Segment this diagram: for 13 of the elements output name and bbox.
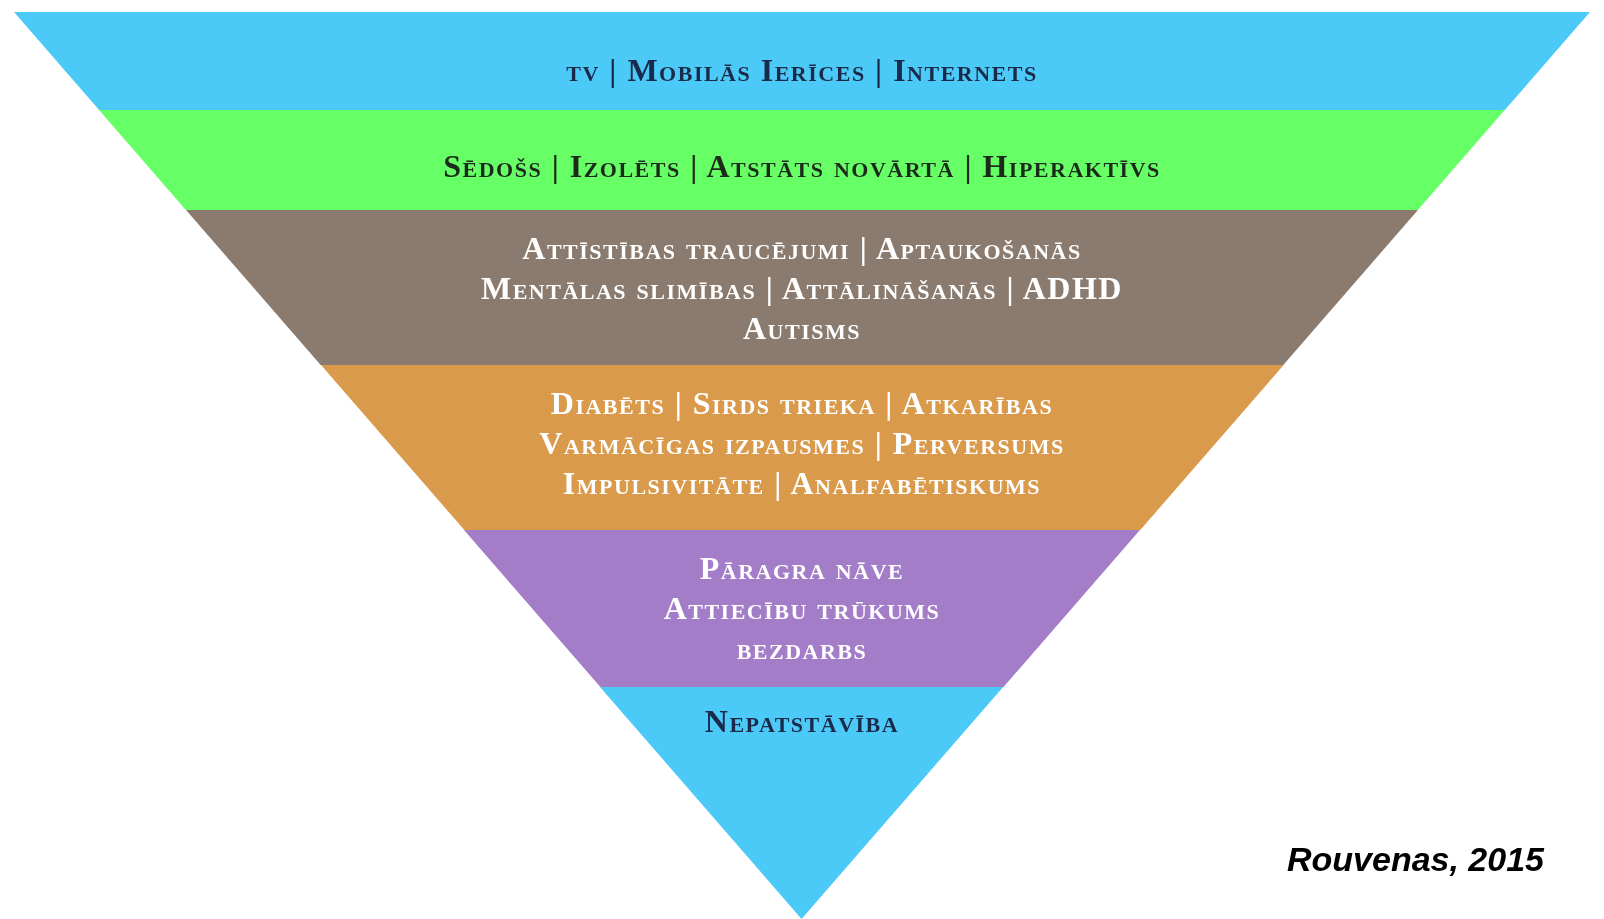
band-text: Attīstības traucējumi | Aptaukošanās	[522, 229, 1082, 268]
band-text: Diabēts | Sirds trieka | Atkarības	[550, 384, 1054, 423]
band-text: Pāragra nāve	[699, 549, 905, 588]
band-text: Mentālas slimības | Attālināšanās | ADHD	[481, 269, 1123, 308]
band-text: Impulsivitāte | Analfabētiskums	[562, 464, 1042, 503]
band-text: bezdarbs	[736, 629, 868, 668]
band-text: Sēdošs | Izolēts | Atstāts novārtā | Hiperaktīvs	[443, 147, 1161, 186]
band-text: Autisms	[743, 309, 861, 348]
band-text: Nepatstāvība	[704, 702, 900, 741]
band-text: Varmācīgas izpausmes | Perversums	[539, 424, 1065, 463]
band-text: Attiecību trūkums	[663, 589, 941, 628]
source-citation: Rouvenas, 2015	[1286, 840, 1544, 879]
band-text: tv | Mobilās Ierīces | Internets	[566, 51, 1038, 90]
